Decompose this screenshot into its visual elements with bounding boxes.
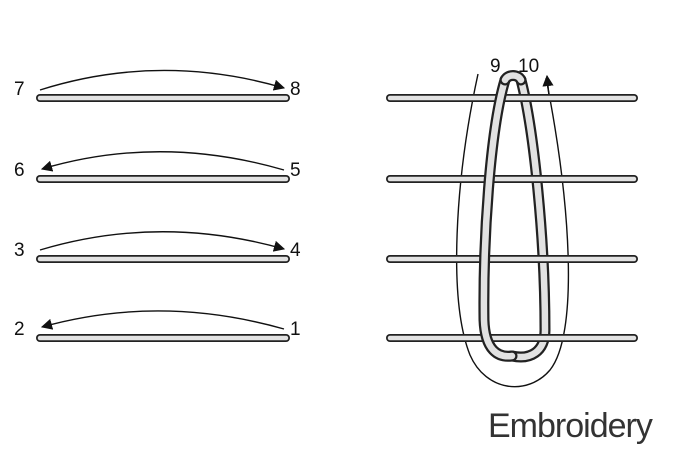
step-label-end: 4 bbox=[290, 240, 301, 261]
step-label-start: 6 bbox=[14, 160, 25, 181]
step-label-end: 5 bbox=[290, 160, 301, 181]
thread-loop-front bbox=[480, 76, 516, 360]
step-label-10: 10 bbox=[518, 56, 539, 77]
stitch-arrow bbox=[40, 310, 285, 330]
right-bars bbox=[386, 94, 638, 342]
step-label-9: 9 bbox=[490, 56, 501, 77]
stitch-row-2: 6 5 bbox=[14, 151, 301, 183]
stitch-row-1: 7 8 bbox=[14, 69, 301, 102]
right-stitch-panel: 9 10 bbox=[386, 56, 638, 388]
thread-loop-top bbox=[501, 72, 525, 84]
stitch-arrow bbox=[39, 69, 286, 91]
stitch-arrow bbox=[39, 231, 286, 252]
thread-loop-back bbox=[508, 76, 549, 361]
step-label-start: 7 bbox=[14, 79, 25, 100]
needle-path-loop bbox=[455, 73, 570, 388]
stitch-arrow bbox=[40, 151, 285, 172]
step-label-end: 1 bbox=[290, 319, 301, 340]
caption: Embroidery bbox=[488, 407, 653, 445]
stitch-row-3: 3 4 bbox=[14, 231, 301, 263]
left-stitch-panel: 7 8 6 5 3 4 2 1 bbox=[14, 69, 301, 342]
step-label-start: 3 bbox=[14, 240, 25, 261]
stitch-row-4: 2 1 bbox=[14, 310, 301, 342]
needle-direction-arrow bbox=[542, 74, 554, 97]
step-label-start: 2 bbox=[14, 319, 25, 340]
step-label-end: 8 bbox=[290, 79, 301, 100]
